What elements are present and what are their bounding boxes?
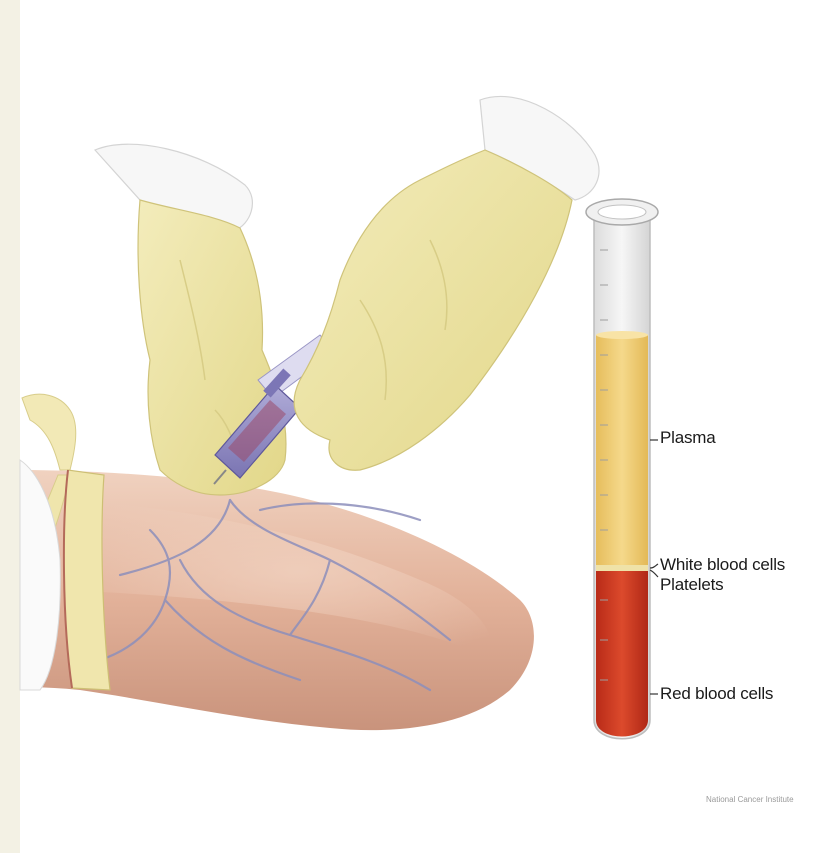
platelets-label: Platelets: [660, 575, 723, 595]
test-tube: [586, 199, 658, 739]
red-cells-layer: [596, 571, 648, 737]
plasma-label: Plasma: [660, 428, 716, 448]
right-gloved-hand: [294, 96, 599, 470]
red-blood-cells-label: Red blood cells: [660, 684, 773, 704]
white-blood-cells-label: White blood cells: [660, 555, 785, 575]
leader-lines: [650, 440, 658, 694]
image-credit: National Cancer Institute: [706, 795, 794, 804]
buffy-coat-layer: [596, 565, 648, 571]
